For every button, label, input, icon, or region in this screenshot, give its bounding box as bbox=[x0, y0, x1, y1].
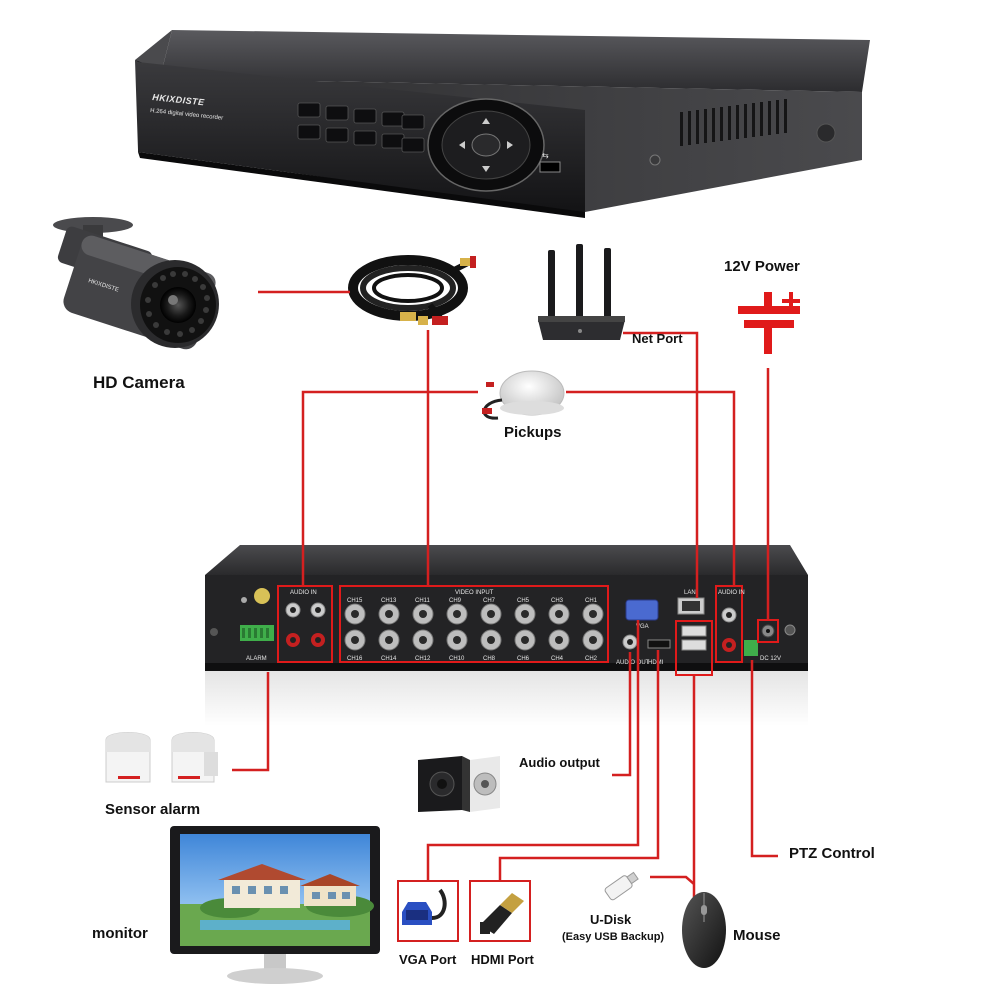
bnc-cable-coil bbox=[348, 255, 476, 325]
bnc-bottom-connector-pin bbox=[453, 636, 461, 644]
udisk-sub-label: (Easy USB Backup) bbox=[562, 931, 665, 943]
video-input-label: VIDEO INPUT bbox=[455, 590, 494, 596]
pickup-microphone bbox=[482, 370, 565, 420]
bnc-top-label: CH7 bbox=[483, 598, 496, 604]
dvr-device: ⇆ HKIXDISTE H.264 digital video recorder bbox=[135, 30, 870, 218]
bnc-top-connector-pin bbox=[351, 610, 359, 618]
bnc-top-label: CH3 bbox=[551, 598, 564, 604]
mouse-label: Mouse bbox=[733, 927, 781, 944]
udisk-icon bbox=[604, 871, 639, 901]
bnc-top-connector-pin bbox=[589, 610, 597, 618]
bnc-bottom-row: CH16 CH14 CH12 CH10 CH8 CH6 CH4 CH2 bbox=[344, 629, 604, 662]
bnc-bottom-label: CH12 bbox=[415, 656, 431, 662]
connection-wires bbox=[232, 290, 778, 905]
vga-port-icon bbox=[397, 880, 459, 942]
audio-in-right-label: AUDIO IN bbox=[718, 590, 745, 596]
hdmi-panel-label: HDMI bbox=[648, 660, 664, 666]
sensor-alarm-devices bbox=[105, 732, 218, 783]
audio-output-label: Audio output bbox=[519, 755, 600, 770]
bnc-top-connector-pin bbox=[419, 610, 427, 618]
wire-sensor bbox=[232, 672, 270, 772]
hd-camera-label: HD Camera bbox=[93, 373, 185, 392]
power-symbol bbox=[738, 292, 800, 354]
vga-port-label: VGA Port bbox=[399, 952, 457, 967]
bnc-bottom-connector-pin bbox=[487, 636, 495, 644]
udisk-label: U-Disk bbox=[590, 912, 632, 927]
wire-audio-out bbox=[612, 652, 632, 777]
bnc-bottom-label: CH2 bbox=[585, 656, 598, 662]
wire-net bbox=[623, 331, 699, 598]
pickups-label: Pickups bbox=[504, 424, 562, 441]
bnc-top-connector-pin bbox=[521, 610, 529, 618]
bnc-bottom-label: CH8 bbox=[483, 656, 496, 662]
dc-panel-label: DC 12V bbox=[760, 656, 781, 662]
bnc-bottom-label: CH14 bbox=[381, 656, 397, 662]
wire-udisk bbox=[650, 875, 695, 885]
bnc-top-label: CH13 bbox=[381, 598, 397, 604]
audio-in-left-jacks bbox=[285, 602, 326, 647]
wire-hdmi bbox=[498, 650, 660, 880]
bnc-top-connector-pin bbox=[385, 610, 393, 618]
hdmi-port-label: HDMI Port bbox=[471, 952, 534, 967]
lan-panel-label: LAN bbox=[684, 590, 696, 596]
bnc-bottom-connector-pin bbox=[385, 636, 393, 644]
bnc-bottom-label: CH6 bbox=[517, 656, 530, 662]
monitor-label: monitor bbox=[92, 925, 148, 942]
bnc-bottom-connector-pin bbox=[419, 636, 427, 644]
speakers bbox=[418, 756, 500, 812]
bnc-bottom-connector-pin bbox=[589, 636, 597, 644]
router bbox=[538, 244, 625, 340]
wire-pickup-left bbox=[301, 390, 478, 586]
bnc-bottom-connector-pin bbox=[351, 636, 359, 644]
monitor-display bbox=[170, 826, 380, 984]
mouse-icon bbox=[682, 892, 726, 968]
bullet-camera: HKIXDISTE bbox=[53, 217, 219, 350]
wire-vga bbox=[426, 620, 640, 880]
sensor-alarm-label: Sensor alarm bbox=[105, 801, 201, 818]
bnc-bottom-label: CH16 bbox=[347, 656, 363, 662]
bnc-bottom-connector-pin bbox=[555, 636, 563, 644]
wire-pickup-right bbox=[566, 390, 736, 586]
audio-in-left-label: AUDIO IN bbox=[290, 590, 317, 596]
alarm-label: ALARM bbox=[246, 656, 267, 662]
bnc-top-connector-pin bbox=[453, 610, 461, 618]
bnc-top-connector-pin bbox=[487, 610, 495, 618]
bnc-top-row: CH15 CH13 CH11 CH9 CH7 CH5 CH3 CH1 bbox=[344, 598, 604, 625]
bnc-bottom-connector-pin bbox=[521, 636, 529, 644]
power-label: 12V Power bbox=[724, 258, 800, 275]
bnc-bottom-label: CH10 bbox=[449, 656, 465, 662]
svg-text:⇆: ⇆ bbox=[542, 151, 549, 160]
bnc-top-label: CH9 bbox=[449, 598, 462, 604]
audio-out-panel-label: AUDIO OUT bbox=[616, 660, 650, 666]
bnc-top-label: CH1 bbox=[585, 598, 598, 604]
wire-ptz bbox=[750, 660, 778, 858]
net-port-label: Net Port bbox=[632, 331, 683, 346]
bnc-top-label: CH15 bbox=[347, 598, 363, 604]
vga-panel-label: VGA bbox=[636, 624, 649, 630]
bnc-top-connector-pin bbox=[555, 610, 563, 618]
bnc-top-label: CH5 bbox=[517, 598, 530, 604]
bnc-top-label: CH11 bbox=[415, 598, 431, 604]
bnc-bottom-label: CH4 bbox=[551, 656, 564, 662]
ptz-control-label: PTZ Control bbox=[789, 845, 875, 862]
hdmi-port-icon bbox=[469, 880, 531, 942]
